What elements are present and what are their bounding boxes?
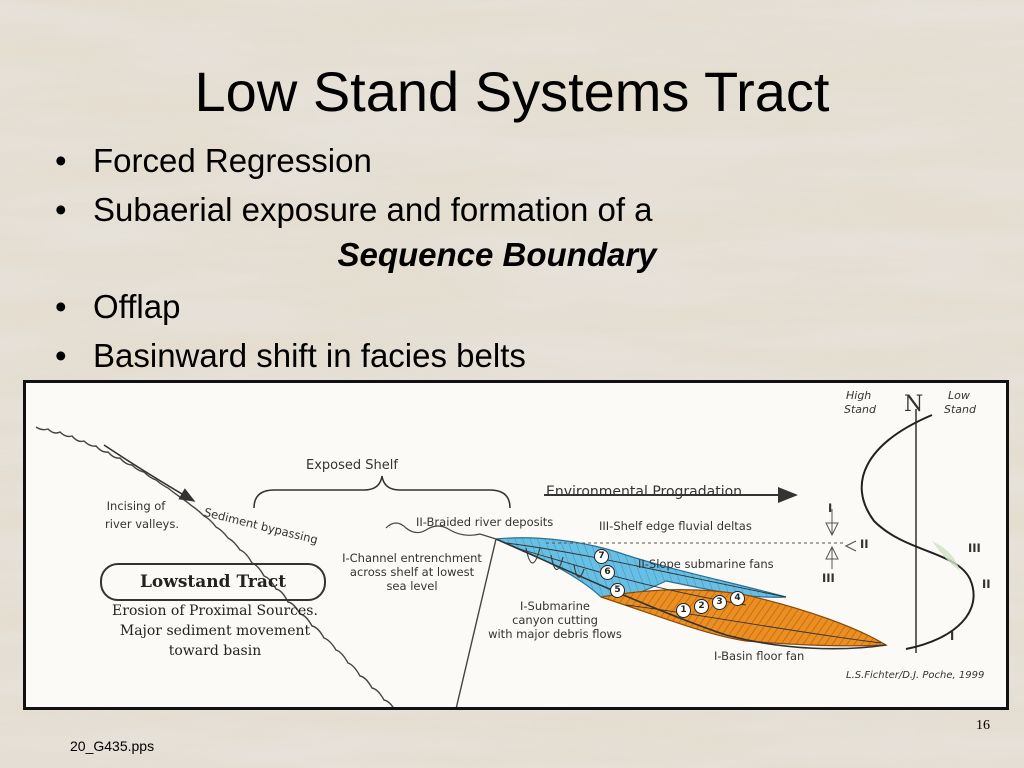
bullet-text: Basinward shift in facies belts <box>93 337 526 374</box>
fan-number-7: 7 <box>594 549 609 564</box>
low-stand-label-line2: Stand <box>944 403 976 416</box>
sea-level-curve <box>860 414 975 650</box>
lowstand-tract-box <box>100 563 326 601</box>
roman-iii-mid: III <box>822 571 835 585</box>
fan-number-5: 5 <box>610 583 625 598</box>
channel-label-line2: across shelf at lowest <box>349 565 475 579</box>
bullet-list: • Forced Regression • Subaerial exposure… <box>55 136 955 380</box>
bullet-text: Forced Regression <box>93 142 372 179</box>
lowstand-desc-line2: Major sediment movement <box>119 623 311 639</box>
bullet-marker: • <box>55 288 67 325</box>
footer-filename: 20_G435.pps <box>70 738 155 754</box>
roman-ii-right: II <box>982 577 991 591</box>
fan-number-6: 6 <box>600 565 615 580</box>
credit-label: L.S.Fichter/D.J. Poche, 1999 <box>846 670 985 681</box>
fan-number-1: 1 <box>676 603 691 618</box>
bullet-item: • Basinward shift in facies belts <box>55 331 955 380</box>
bullet-item: • Subaerial exposure and formation of a <box>55 185 955 234</box>
environmental-progradation-label: Environmental Progradation <box>546 484 743 500</box>
lowstand-desc-line3: toward basin <box>168 643 262 659</box>
channel-label-line1: I-Channel entrenchment <box>342 551 482 565</box>
fan-number-2: 2 <box>694 599 709 614</box>
slope-fans-label: II-Slope submarine fans <box>638 557 774 571</box>
fan-number-3: 3 <box>712 595 727 610</box>
bullet-marker: • <box>55 337 67 374</box>
bullet-marker: • <box>55 191 67 228</box>
bullet-text: Subaerial exposure and formation of a <box>93 191 653 228</box>
roman-i-bottom: I <box>950 629 955 643</box>
shelf-edge-deltas-label: III-Shelf edge fluvial deltas <box>599 519 752 533</box>
basin-floor-fan-label: I-Basin floor fan <box>714 649 805 663</box>
roman-iii-right: III <box>968 541 981 555</box>
incising-label-line1: Incising of <box>106 499 166 513</box>
high-stand-label-line1: High <box>846 389 872 402</box>
fan-number-4: 4 <box>730 591 745 606</box>
sequence-boundary-text: Sequence Boundary <box>337 236 657 273</box>
lowstand-diagram: Exposed Shelf Environmental Progradation… <box>23 380 1009 710</box>
slide-title: Low Stand Systems Tract <box>194 60 830 123</box>
submarine-label-line1: I-Submarine <box>520 599 590 613</box>
bullet-marker: • <box>55 142 67 179</box>
diagram-graphics <box>35 409 975 707</box>
lowstand-tract-description: Erosion of Proximal Sources. Major sedim… <box>84 601 346 661</box>
bullet-text: Offlap <box>93 288 181 325</box>
n-label: N <box>904 392 924 417</box>
bullet-item: • Forced Regression <box>55 136 955 185</box>
lowstand-tract-title: Lowstand Tract <box>139 572 287 592</box>
exposed-shelf-brace <box>253 475 511 509</box>
page-number: 16 <box>976 718 990 733</box>
low-stand-label-line1: Low <box>948 389 970 402</box>
roman-i-top: I <box>828 501 833 515</box>
braided-river-label: II-Braided river deposits <box>416 515 554 529</box>
submarine-label-line2: canyon cutting <box>512 613 598 627</box>
lowstand-desc-line1: Erosion of Proximal Sources. <box>112 603 318 619</box>
bullet-item: • Offlap <box>55 282 955 331</box>
exposed-shelf-label: Exposed Shelf <box>306 458 398 473</box>
high-stand-label-line2: Stand <box>844 403 876 416</box>
submarine-label-line3: with major debris flows <box>488 627 622 641</box>
roman-ii-mid: II <box>860 537 869 551</box>
land-profile <box>35 426 497 707</box>
incising-label-line2: river valleys. <box>105 517 179 531</box>
channel-label-line3: sea level <box>386 579 438 593</box>
